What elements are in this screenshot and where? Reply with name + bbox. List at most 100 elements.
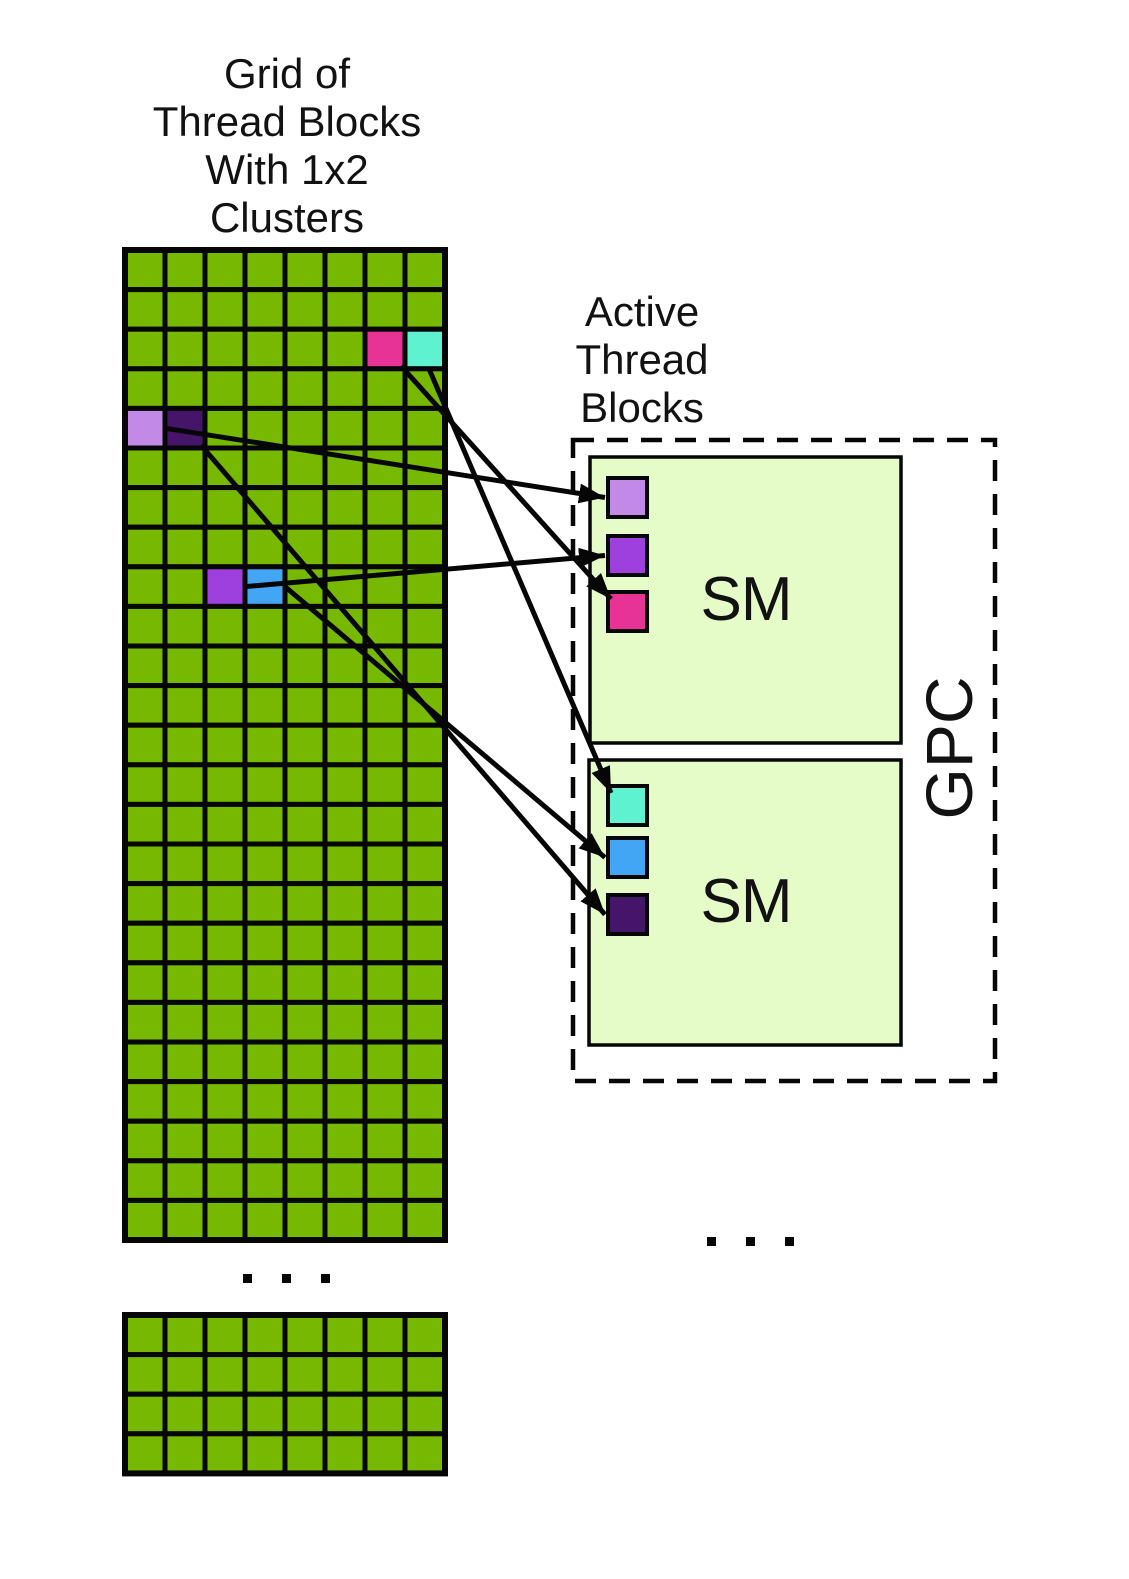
thread-block-cell bbox=[122, 603, 168, 649]
thread-block-cell bbox=[362, 841, 408, 887]
thread-block-cell bbox=[282, 722, 328, 768]
gpc-dashed-box bbox=[570, 437, 998, 1084]
thread-block-cell bbox=[362, 1391, 408, 1437]
thread-block-cell bbox=[362, 1431, 408, 1476]
thread-block-cell bbox=[402, 881, 448, 926]
ellipsis-dot bbox=[282, 1274, 291, 1283]
thread-block-cell bbox=[402, 524, 448, 570]
assignment-arrow-dark_purple bbox=[199, 443, 607, 917]
thread-block-cell bbox=[202, 999, 248, 1045]
thread-block-cell bbox=[122, 564, 168, 609]
thread-block-cell bbox=[402, 1118, 448, 1164]
thread-block-cell bbox=[282, 1079, 328, 1124]
thread-block-cell bbox=[162, 722, 208, 768]
thread-block-cell bbox=[162, 287, 208, 332]
thread-block-cell bbox=[362, 1312, 408, 1358]
thread-block-cell bbox=[122, 920, 168, 966]
thread-block-cell bbox=[122, 1197, 168, 1243]
ellipsis-dot bbox=[243, 1274, 252, 1283]
thread-block-cell bbox=[122, 1039, 168, 1085]
thread-block-cell bbox=[322, 683, 368, 728]
thread-block-cell bbox=[322, 1352, 368, 1397]
thread-block-cell bbox=[202, 524, 248, 570]
thread-block-cell bbox=[162, 1197, 208, 1243]
thread-block-cell bbox=[162, 1431, 208, 1476]
thread-block-cell bbox=[122, 485, 168, 530]
thread-block-cell bbox=[322, 841, 368, 887]
thread-block-cell bbox=[322, 564, 368, 609]
thread-block-cell bbox=[362, 1352, 408, 1397]
thread-block-cell bbox=[282, 841, 328, 887]
thread-block-cell bbox=[162, 1039, 208, 1085]
thread-block-cell bbox=[122, 326, 168, 372]
thread-block-cell bbox=[402, 999, 448, 1045]
thread-block-cell bbox=[202, 881, 248, 926]
thread-block-cell bbox=[162, 1352, 208, 1397]
thread-block-cell bbox=[282, 326, 328, 372]
thread-block-cell bbox=[162, 1118, 208, 1164]
thread-block-cell bbox=[242, 366, 288, 411]
thread-block-cell bbox=[362, 960, 408, 1005]
ellipsis-dot bbox=[746, 1237, 755, 1246]
thread-block-cell bbox=[402, 1312, 448, 1358]
thread-block-cell bbox=[242, 1079, 288, 1124]
thread-block-cell bbox=[322, 1197, 368, 1243]
thread-block-cell bbox=[282, 683, 328, 728]
thread-block-cell bbox=[122, 1431, 168, 1476]
thread-block-cell bbox=[202, 1391, 248, 1437]
thread-block-cell bbox=[242, 1118, 288, 1164]
thread-block-cell bbox=[322, 485, 368, 530]
thread-block-cell bbox=[362, 920, 408, 966]
thread-block-cell bbox=[122, 881, 168, 926]
thread-block-cell bbox=[122, 1312, 168, 1358]
thread-block-cell bbox=[202, 1431, 248, 1476]
thread-block-cell bbox=[282, 1039, 328, 1085]
thread-block-cell bbox=[362, 247, 408, 293]
thread-block-cell bbox=[282, 801, 328, 847]
active-thread-block-cell bbox=[402, 326, 448, 372]
thread-block-cell bbox=[122, 683, 168, 728]
thread-block-cell bbox=[162, 524, 208, 570]
thread-block-cell bbox=[202, 326, 248, 372]
sm-label: SM bbox=[700, 867, 793, 936]
thread-block-cell bbox=[282, 1391, 328, 1437]
thread-block-cell bbox=[202, 1079, 248, 1124]
thread-block-cell bbox=[402, 287, 448, 332]
thread-block-cell bbox=[242, 1312, 288, 1358]
thread-block-cell bbox=[242, 1391, 288, 1437]
thread-block-cell bbox=[362, 524, 408, 570]
thread-block-cell bbox=[282, 1158, 328, 1203]
thread-block-cell bbox=[322, 801, 368, 847]
thread-block-cell bbox=[402, 722, 448, 768]
thread-block-cell bbox=[362, 1197, 408, 1243]
thread-block-cell bbox=[202, 801, 248, 847]
thread-block-cell bbox=[202, 960, 248, 1005]
thread-block-cell bbox=[242, 960, 288, 1005]
thread-block-cell bbox=[242, 920, 288, 966]
thread-block-cell bbox=[162, 881, 208, 926]
thread-block-cell bbox=[202, 603, 248, 649]
thread-block-cell bbox=[282, 999, 328, 1045]
active-thread-block-cell bbox=[122, 405, 168, 451]
thread-block-cell bbox=[362, 999, 408, 1045]
thread-block-cell bbox=[202, 762, 248, 807]
thread-block-cell bbox=[242, 683, 288, 728]
thread-block-cell bbox=[362, 405, 408, 451]
thread-block-cell bbox=[282, 1118, 328, 1164]
thread-block-cell bbox=[242, 1352, 288, 1397]
thread-block-cell bbox=[202, 683, 248, 728]
thread-block-cell bbox=[242, 1039, 288, 1085]
thread-block-cell bbox=[162, 643, 208, 689]
thread-block-cell bbox=[162, 1391, 208, 1437]
thread-block-cell bbox=[242, 287, 288, 332]
thread-block-cell bbox=[322, 1391, 368, 1437]
thread-block-cell bbox=[242, 445, 288, 491]
thread-block-cell bbox=[202, 920, 248, 966]
thread-block-cell bbox=[402, 1391, 448, 1437]
thread-block-cell bbox=[362, 287, 408, 332]
thread-block-cell bbox=[162, 801, 208, 847]
thread-block-cell bbox=[402, 1431, 448, 1476]
thread-block-cell bbox=[322, 881, 368, 926]
thread-block-cell bbox=[202, 1118, 248, 1164]
thread-block-cell bbox=[122, 1158, 168, 1203]
